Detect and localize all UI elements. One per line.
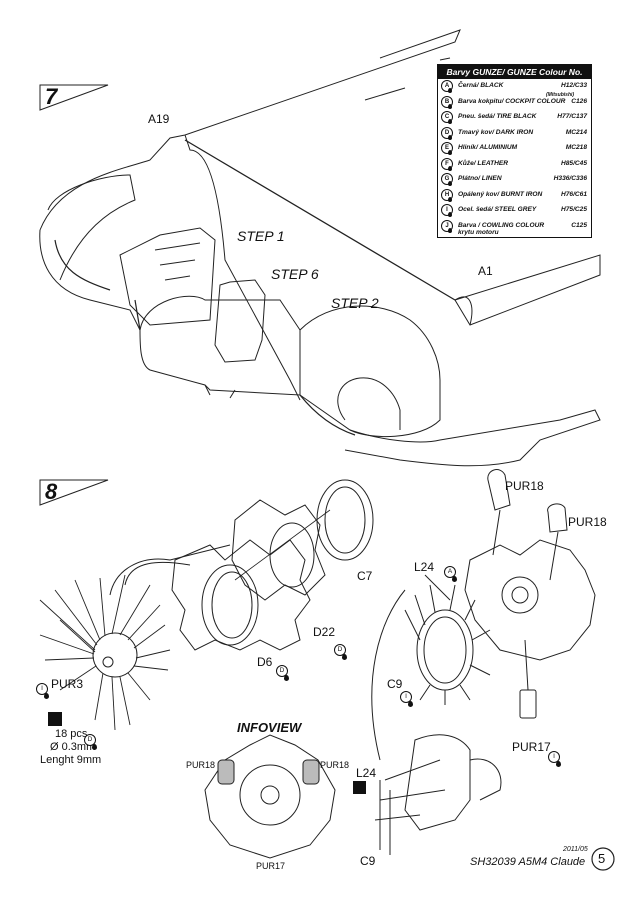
label-a19: A19 (148, 112, 170, 126)
label-pur17: PUR17 (512, 740, 551, 754)
seat (214, 279, 266, 363)
engine-assembled (464, 539, 596, 661)
badge-c9: I (400, 691, 412, 703)
badge-l24: A (444, 566, 456, 578)
colour-row: B(Mitsubishi)Barva kokpitu/ COCKPIT COLO… (438, 92, 591, 111)
label-step1: STEP 1 (237, 228, 285, 244)
label-step6: STEP 6 (271, 266, 319, 282)
badge-pur17: I (548, 751, 560, 763)
note-length: Lenght 9mm (40, 754, 102, 766)
infoview-label-left: PUR18 (186, 760, 216, 770)
label-l24-detail: L24 (356, 766, 377, 780)
label-c7: C7 (357, 569, 373, 583)
paint-drop-icon (452, 576, 457, 582)
label-c9: C9 (387, 677, 403, 691)
label-pur18-a: PUR18 (505, 479, 544, 493)
badge-pur3: I (36, 683, 48, 695)
label-pur3: PUR3 (51, 677, 84, 691)
badge-d6: D (276, 665, 288, 677)
infoview-label-right: PUR18 (320, 760, 350, 770)
colour-table-title: Barvy GUNZE/ GUNZE Colour No. (438, 65, 591, 79)
paint-drop-icon (556, 761, 561, 767)
fuselage-outline (39, 29, 461, 401)
label-d22: D22 (313, 625, 336, 639)
label-d6: D6 (257, 655, 273, 669)
step-8-number: 8 (45, 479, 58, 504)
footer-date: 2011/05 (563, 846, 588, 853)
page-number: 5 (598, 851, 606, 866)
note-count: 18 pcs (55, 728, 88, 740)
note-diameter: Ø 0.3mm (50, 741, 96, 753)
footer-code: SH32039 A5M4 Claude (470, 856, 586, 868)
label-step2: STEP 2 (331, 295, 379, 311)
engine-d6 (171, 539, 311, 651)
label-c9-detail: C9 (360, 854, 376, 868)
wing-edge (299, 394, 601, 467)
badge-d22: D (334, 644, 346, 656)
paint-drop-icon (342, 654, 347, 660)
paint-drop-icon (284, 675, 289, 681)
badge-note: D (84, 734, 96, 746)
step-7-number: 7 (45, 84, 58, 109)
paint-drop-icon (92, 744, 97, 750)
cockpit-frame (119, 227, 216, 326)
infoview-title: INFOVIEW (237, 720, 302, 735)
label-pur18-b: PUR18 (568, 515, 607, 529)
infoview-label-bottom: PUR17 (256, 861, 286, 871)
label-a1: A1 (478, 264, 493, 278)
paint-drop-icon (408, 701, 413, 707)
label-l24: L24 (414, 560, 435, 574)
paint-drop-icon (44, 693, 49, 699)
